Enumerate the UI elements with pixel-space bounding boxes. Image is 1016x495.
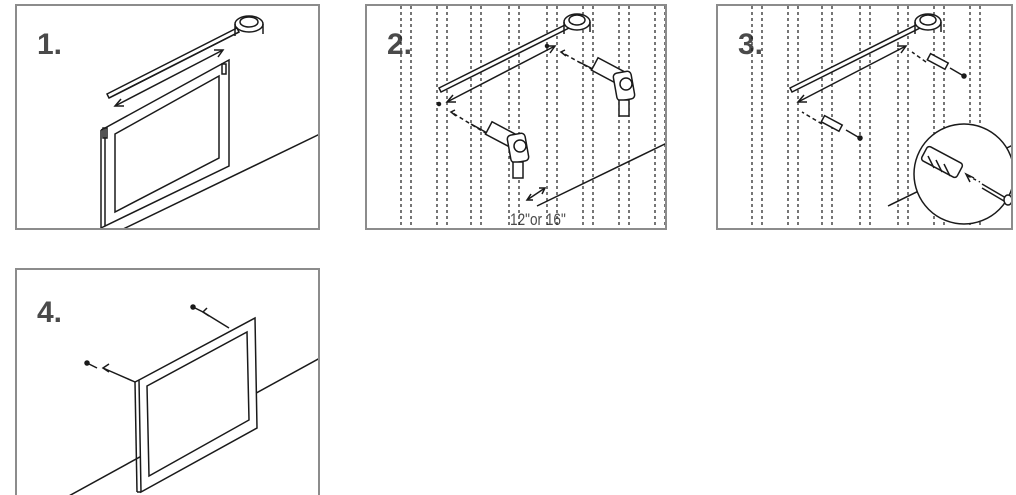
insert-direction-arrows xyxy=(801,51,927,125)
step-3-number: 3. xyxy=(738,28,764,61)
mirror-frame xyxy=(100,58,230,228)
step-2-panel: 2. 12"or 16" xyxy=(365,4,667,230)
step-1-illustration xyxy=(100,15,318,228)
drill-hole-right xyxy=(544,43,550,49)
screw-icon xyxy=(84,360,98,369)
arrow-head xyxy=(449,109,457,117)
frame-slot-right xyxy=(221,63,227,75)
arrow-head xyxy=(559,49,567,57)
step-2-number: 2. xyxy=(387,28,413,61)
drill-direction-arrows xyxy=(450,51,594,135)
wall-floor-line xyxy=(536,143,665,207)
screw-detail xyxy=(981,183,1011,206)
step-1-number: 1. xyxy=(37,28,63,61)
level-arrow xyxy=(796,45,908,103)
wall-floor-line xyxy=(123,134,318,228)
wall-studs xyxy=(400,6,665,228)
drill-icon xyxy=(470,120,530,179)
hanging-bracket xyxy=(437,13,591,94)
anchor-detail-magnifier xyxy=(913,123,1011,225)
wall-anchor-icon xyxy=(820,114,863,141)
step-3-illustration xyxy=(751,6,1011,228)
align-arrow xyxy=(113,49,225,107)
stud-spacing-arrow xyxy=(525,187,547,201)
step-4-number: 4. xyxy=(37,296,63,329)
hanging-bracket xyxy=(105,15,264,100)
arrow-head xyxy=(964,172,975,183)
drill-hole-left xyxy=(436,101,442,107)
stud-spacing-label: 12"or 16" xyxy=(510,210,566,229)
step-3-panel: 3. xyxy=(716,4,1013,230)
step-1-panel: 1. xyxy=(15,4,320,230)
drill-icon xyxy=(578,56,636,117)
wall-anchor-icon xyxy=(926,52,967,79)
step-4-illustration xyxy=(69,304,318,495)
frame-slot-left xyxy=(102,127,108,139)
hanging-bracket xyxy=(788,13,942,94)
screw-icon xyxy=(190,304,204,313)
level-arrow xyxy=(445,45,557,103)
step-2-illustration xyxy=(400,6,665,228)
step-4-panel: 4. xyxy=(15,268,320,495)
wall-anchor-detail xyxy=(920,145,964,179)
mirror-front xyxy=(134,316,258,494)
